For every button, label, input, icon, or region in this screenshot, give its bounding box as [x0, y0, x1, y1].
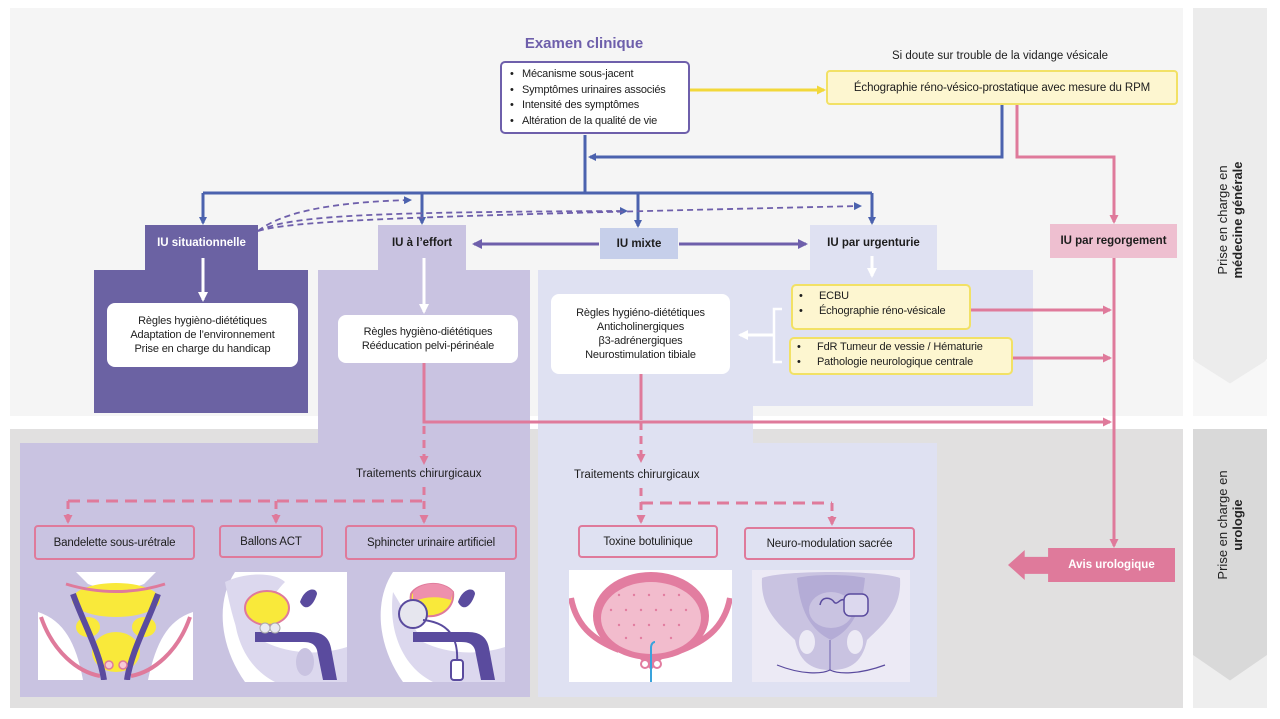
- pelvis-drawing: [752, 570, 910, 682]
- exam-title: Examen clinique: [524, 35, 644, 52]
- side-label-urology: Prise en charge en urologie: [1215, 415, 1245, 635]
- check-item: ECBU: [799, 289, 963, 304]
- treatment-line: Adaptation de l’environnement: [130, 329, 275, 341]
- side-label-general-practice: Prise en charge en médecine générale: [1215, 110, 1245, 330]
- stress-surgery-label: Traitements chirurgicaux: [356, 468, 482, 480]
- sacral-neuromodulation-illustration: [752, 570, 910, 682]
- side-label-line1: Prise en charge en: [1215, 470, 1230, 580]
- stress-incontinence-node[interactable]: IU à l’effort: [378, 225, 466, 272]
- act-balloons-option[interactable]: Ballons ACT: [219, 525, 323, 558]
- urgency-incontinence-node[interactable]: IU par urgenturie: [810, 225, 937, 272]
- overflow-incontinence-node[interactable]: IU par regorgement: [1050, 224, 1177, 258]
- act-drawing: [205, 572, 347, 682]
- sling-drawing: [38, 572, 193, 680]
- urgency-surgery-label: Traitements chirurgicaux: [574, 469, 700, 481]
- urgency-checks-box-2[interactable]: FdR Tumeur de vessie / Hématurie Patholo…: [789, 337, 1013, 375]
- sacral-neuromodulation-option[interactable]: Neuro-modulation sacrée: [744, 527, 915, 560]
- stress-treatment-box[interactable]: Règles hygièno-diététiques Rééducation p…: [338, 315, 518, 363]
- treatment-line: Règles hygièno-diététiques: [138, 315, 267, 327]
- voiding-doubt-label: Si doute sur trouble de la vidange vésic…: [891, 50, 1109, 62]
- situational-treatment-box[interactable]: Règles hygièno-diététiques Adaptation de…: [107, 303, 298, 367]
- urgency-treatment-box[interactable]: Règles hygiéno-diététiques Anticholinerg…: [551, 294, 730, 374]
- treatment-line: Règles hygièno-diététiques: [363, 326, 493, 338]
- side-label-line1: Prise en charge en: [1215, 165, 1230, 275]
- artificial-urinary-sphincter-illustration: [363, 572, 505, 682]
- botulinum-toxin-option[interactable]: Toxine botulinique: [578, 525, 718, 558]
- exam-item: Symptômes urinaires associés: [510, 83, 684, 99]
- treatment-line: Règles hygiéno-diététiques: [576, 307, 705, 319]
- exam-item: Mécanisme sous-jacent: [510, 67, 684, 83]
- side-panel-urology: [1193, 429, 1267, 697]
- urology-referral-node[interactable]: Avis urologique: [1068, 559, 1155, 571]
- treatment-line: Rééducation pelvi-périnéale: [361, 340, 495, 352]
- side-panel-general-practice: [1193, 8, 1267, 404]
- exam-item: Altération de la qualité de vie: [510, 114, 684, 130]
- check-item: Pathologie neurologique centrale: [797, 355, 1005, 370]
- bladder-drawing: [569, 572, 732, 682]
- sphincter-drawing: [363, 572, 505, 682]
- mixed-incontinence-node[interactable]: IU mixte: [600, 228, 678, 259]
- treatment-line: Neurostimulation tibiale: [585, 349, 696, 361]
- act-balloons-illustration: [205, 572, 347, 682]
- treatment-line: Anticholinergiques: [596, 321, 685, 333]
- urgency-panel-connector: [538, 405, 753, 445]
- echography-box[interactable]: Échographie réno-vésico-prostatique avec…: [826, 70, 1178, 105]
- sub-urethral-sling-illustration: [38, 572, 193, 680]
- treatment-line: Prise en charge du handicap: [134, 343, 271, 355]
- side-label-line2: urologie: [1230, 499, 1245, 551]
- treatment-line: β3-adrénergiques: [598, 335, 683, 347]
- exam-box[interactable]: Mécanisme sous-jacent Symptômes urinaire…: [500, 61, 690, 134]
- botulinum-toxin-bladder-illustration: [569, 570, 732, 682]
- situational-incontinence-node[interactable]: IU situationnelle: [145, 225, 258, 272]
- exam-item: Intensité des symptômes: [510, 98, 684, 114]
- check-item: Échographie réno-vésicale: [799, 304, 963, 319]
- sling-option[interactable]: Bandelette sous-urétrale: [34, 525, 195, 560]
- side-label-line2: médecine générale: [1230, 161, 1245, 279]
- urgency-checks-box-1[interactable]: ECBU Échographie réno-vésicale: [791, 284, 971, 330]
- check-item: FdR Tumeur de vessie / Hématurie: [797, 340, 1005, 355]
- artificial-sphincter-option[interactable]: Sphincter urinaire artificiel: [345, 525, 517, 560]
